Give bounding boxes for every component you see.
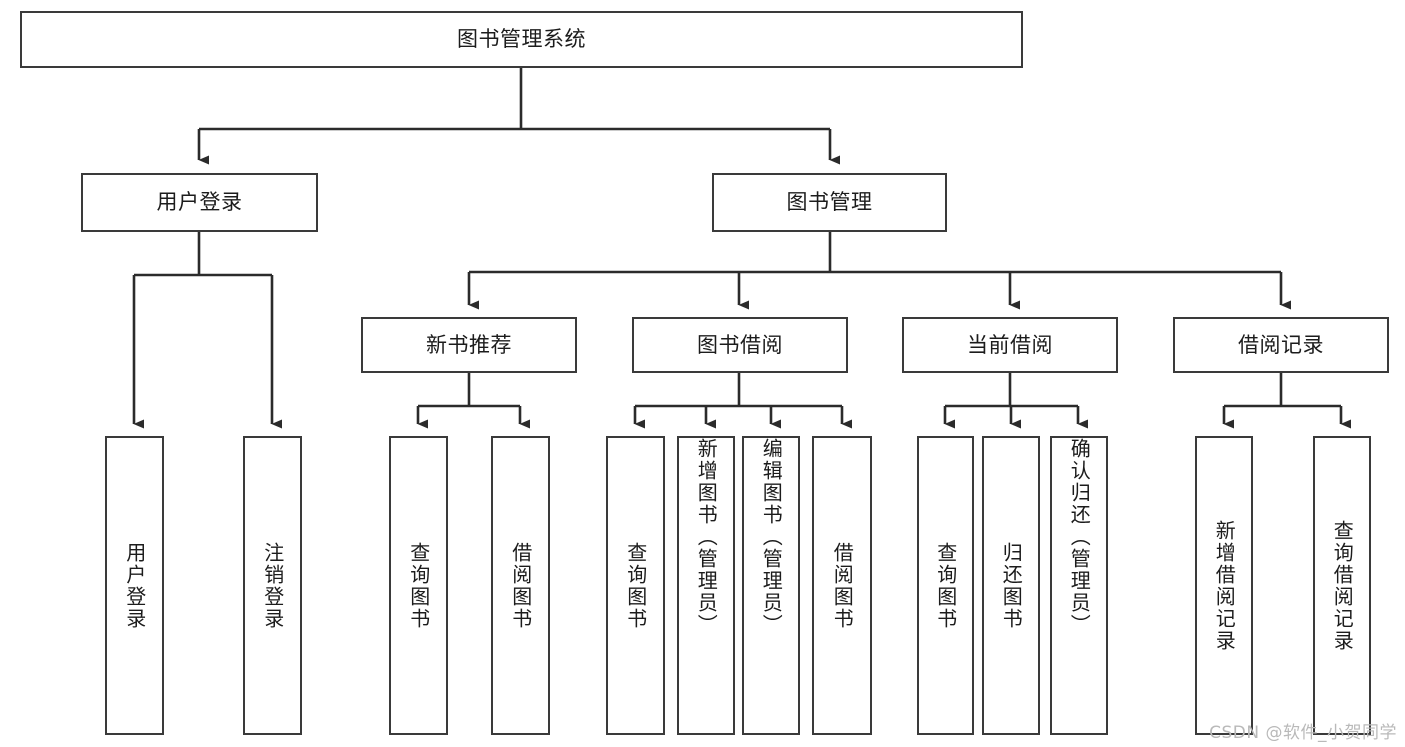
node-leaf-edit-book[interactable]: 编辑图书（管理员）	[742, 436, 800, 735]
node-book-borrow-label: 图书借阅	[697, 332, 783, 357]
node-leaf-borrow-book-1[interactable]: 借阅图书	[491, 436, 550, 735]
node-leaf-query-book-2[interactable]: 查询图书	[606, 436, 665, 735]
node-leaf-user-logout[interactable]: 注销登录	[243, 436, 302, 735]
node-leaf-user-logout-label: 注销登录	[260, 541, 285, 630]
node-book-management-label: 图书管理	[786, 190, 873, 215]
node-borrow-record-label: 借阅记录	[1238, 332, 1324, 357]
node-leaf-query-record-label: 查询借阅记录	[1330, 519, 1355, 652]
node-leaf-return-book-label: 归还图书	[999, 541, 1024, 630]
node-leaf-add-book[interactable]: 新增图书（管理员）	[677, 436, 735, 735]
node-leaf-query-record[interactable]: 查询借阅记录	[1313, 436, 1371, 735]
node-borrow-record[interactable]: 借阅记录	[1173, 317, 1389, 373]
node-leaf-query-book-3-label: 查询图书	[933, 541, 958, 630]
node-book-management[interactable]: 图书管理	[712, 173, 947, 232]
csdn-watermark: CSDN @软件_小贺同学	[1209, 723, 1397, 743]
node-root-label: 图书管理系统	[457, 27, 586, 52]
node-new-book-recommend[interactable]: 新书推荐	[361, 317, 577, 373]
node-current-borrow-label: 当前借阅	[967, 332, 1053, 357]
node-leaf-confirm-return[interactable]: 确认归还（管理员）	[1050, 436, 1108, 735]
node-leaf-edit-book-label: 编辑图书（管理员）	[759, 438, 784, 636]
node-leaf-return-book[interactable]: 归还图书	[982, 436, 1040, 735]
node-leaf-user-login[interactable]: 用户登录	[105, 436, 164, 735]
node-leaf-query-book-2-label: 查询图书	[623, 541, 648, 630]
node-user-login-label: 用户登录	[156, 190, 243, 215]
node-leaf-add-record-label: 新增借阅记录	[1212, 519, 1237, 652]
node-root[interactable]: 图书管理系统	[20, 11, 1023, 68]
node-leaf-add-record[interactable]: 新增借阅记录	[1195, 436, 1253, 735]
node-leaf-borrow-book-2-label: 借阅图书	[830, 541, 855, 630]
node-new-book-recommend-label: 新书推荐	[426, 332, 512, 357]
node-current-borrow[interactable]: 当前借阅	[902, 317, 1118, 373]
node-leaf-borrow-book-1-label: 借阅图书	[508, 541, 533, 630]
node-leaf-query-book-1-label: 查询图书	[406, 541, 431, 630]
node-leaf-user-login-label: 用户登录	[122, 541, 147, 630]
node-leaf-query-book-3[interactable]: 查询图书	[917, 436, 974, 735]
node-leaf-query-book-1[interactable]: 查询图书	[389, 436, 448, 735]
node-user-login[interactable]: 用户登录	[81, 173, 318, 232]
node-leaf-borrow-book-2[interactable]: 借阅图书	[812, 436, 872, 735]
node-leaf-confirm-return-label: 确认归还（管理员）	[1067, 438, 1092, 636]
node-book-borrow[interactable]: 图书借阅	[632, 317, 848, 373]
node-leaf-add-book-label: 新增图书（管理员）	[694, 438, 719, 636]
